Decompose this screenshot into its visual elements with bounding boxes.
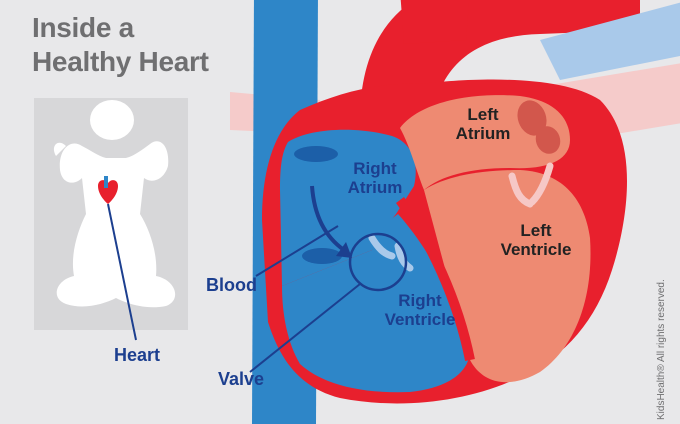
flow-arrow-icon <box>310 185 346 252</box>
label-right-atrium: Right Atrium <box>330 159 420 197</box>
blood-leader-line <box>255 225 339 277</box>
label-right-ventricle-line2: Ventricle <box>384 309 456 329</box>
mitral-valve-left <box>508 172 534 208</box>
pulmonary-vein-blue <box>540 2 680 80</box>
label-left-atrium: Left Atrium <box>438 105 528 143</box>
label-left-atrium-line1: Left <box>467 105 499 124</box>
baby-silhouette-icon <box>53 100 176 308</box>
page-title-line-1: Inside a <box>32 12 134 43</box>
flow-arrowhead <box>336 242 352 258</box>
page-title-line-2: Healthy Heart <box>32 46 209 77</box>
copyright-credit: KidsHealth® All rights reserved. <box>656 279 667 420</box>
tricuspid-valve-a <box>368 234 396 260</box>
heart-leader-line <box>107 203 137 341</box>
callout-blood: Blood <box>206 275 257 295</box>
label-right-atrium-line1: Right <box>353 159 397 178</box>
label-left-ventricle: Left Ventricle <box>486 221 586 259</box>
right-atrium <box>280 129 416 286</box>
right-ventricle <box>282 214 471 393</box>
baby-heart-icon <box>98 176 118 204</box>
septum <box>395 197 475 361</box>
valve-leader-line <box>249 283 361 373</box>
tricuspid-valve-b <box>394 242 414 272</box>
label-left-ventricle-line2: Ventricle <box>500 239 572 259</box>
aorta-top-branch <box>400 0 470 44</box>
vena-cava-opening-bottom <box>302 248 342 264</box>
label-right-ventricle-line1: Right <box>398 291 442 310</box>
vena-cava-opening-top <box>294 146 338 162</box>
label-right-ventricle: Right Ventricle <box>372 291 468 329</box>
label-right-atrium-line2: Atrium <box>347 177 403 197</box>
callout-valve: Valve <box>218 369 265 389</box>
pulmonary-vein-opening-1 <box>517 100 547 136</box>
callout-heart: Heart <box>114 345 161 365</box>
pulmonary-vein-opening-2 <box>535 126 561 154</box>
valve-circle-icon <box>348 232 408 292</box>
label-left-ventricle-line1: Left <box>520 221 552 240</box>
label-left-atrium-line2: Atrium <box>455 123 511 143</box>
mitral-valve-right <box>528 162 554 206</box>
